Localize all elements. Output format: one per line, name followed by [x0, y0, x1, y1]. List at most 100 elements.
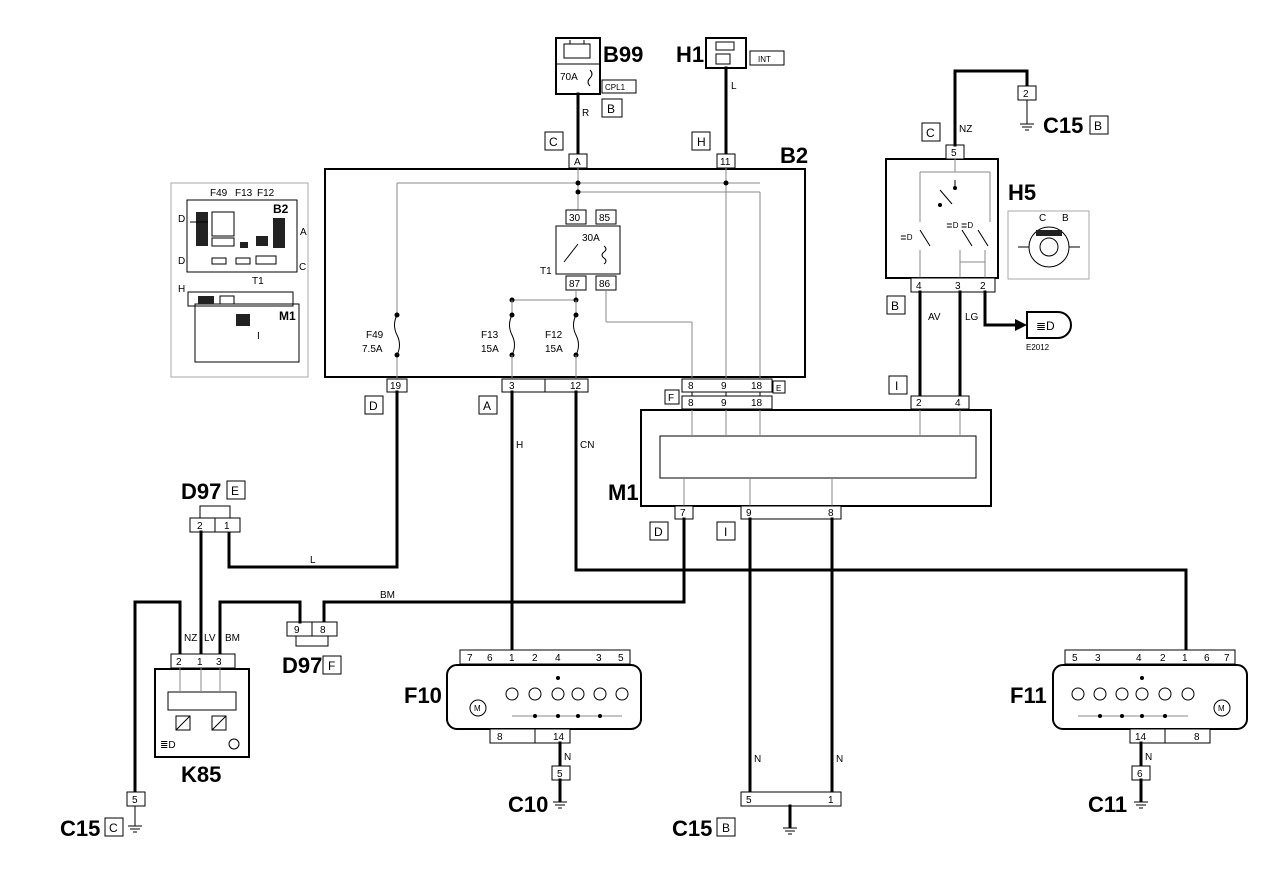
svg-text:3: 3 — [596, 653, 602, 664]
tag-c-a: C — [549, 135, 558, 149]
svg-text:18: 18 — [751, 381, 763, 392]
svg-text:1: 1 — [1182, 653, 1188, 664]
headlight-e2012: ≣D E2012 — [1026, 311, 1072, 352]
svg-text:N: N — [836, 754, 843, 765]
svg-text:4: 4 — [916, 281, 922, 292]
h1-label: H1 — [676, 42, 704, 67]
svg-text:3: 3 — [955, 281, 961, 292]
svg-text:B: B — [891, 299, 899, 313]
svg-text:LG: LG — [965, 312, 979, 323]
h5-label: H5 — [1008, 180, 1036, 205]
c11-label: C11 — [1088, 792, 1127, 817]
svg-text:AV: AV — [928, 312, 941, 323]
svg-text:11: 11 — [720, 157, 731, 168]
svg-text:8: 8 — [497, 732, 503, 743]
wire-color-l-top: L — [731, 81, 737, 92]
svg-text:C: C — [926, 126, 935, 140]
svg-text:CN: CN — [580, 440, 594, 451]
svg-text:F13: F13 — [235, 188, 253, 199]
ground-c10: 5 C10 — [508, 765, 571, 817]
svg-text:M: M — [1218, 704, 1225, 713]
svg-text:BM: BM — [380, 590, 395, 601]
svg-text:5: 5 — [1072, 653, 1078, 664]
tag-h: H — [697, 135, 706, 149]
svg-text:2: 2 — [916, 398, 922, 409]
svg-text:M1: M1 — [279, 309, 296, 323]
svg-text:B: B — [1094, 119, 1102, 133]
svg-text:5: 5 — [132, 795, 138, 806]
svg-text:I: I — [724, 525, 727, 539]
svg-text:D: D — [369, 399, 378, 413]
svg-text:NZ: NZ — [184, 633, 197, 644]
f10-label: F10 — [404, 683, 442, 708]
svg-text:C: C — [1039, 213, 1046, 224]
svg-text:C: C — [109, 821, 118, 835]
c10-label: C10 — [508, 792, 548, 817]
f11-label: F11 — [1010, 683, 1047, 708]
h1-int-tag: INT — [758, 55, 771, 64]
svg-text:NZ: NZ — [959, 124, 972, 135]
svg-text:F49: F49 — [366, 330, 384, 341]
svg-text:7: 7 — [1224, 653, 1230, 664]
battery-fuse-b99: 70A B99 CPL1 B — [555, 37, 643, 118]
svg-text:2: 2 — [980, 281, 986, 292]
svg-text:A: A — [483, 399, 491, 413]
svg-text:8: 8 — [828, 508, 834, 519]
svg-text:7: 7 — [467, 653, 473, 664]
connector-d97-bottom: 9 8 D97 F — [282, 621, 342, 678]
svg-text:6: 6 — [487, 653, 493, 664]
svg-text:18: 18 — [751, 398, 763, 409]
svg-text:H: H — [178, 284, 185, 295]
svg-text:≣D ≣D: ≣D ≣D — [946, 221, 973, 230]
instrument-panel-m1: M1 8 9 18 2 4 7 9 8 D I — [608, 395, 992, 541]
svg-text:6: 6 — [1137, 769, 1143, 780]
c15-mid-label: C15 — [672, 816, 712, 841]
svg-text:1: 1 — [197, 657, 203, 668]
svg-text:M: M — [474, 704, 481, 713]
svg-text:2: 2 — [1160, 653, 1166, 664]
svg-text:N: N — [754, 754, 761, 765]
b2-label: B2 — [780, 143, 808, 168]
ground-c15-left: 5 C15 C — [60, 791, 146, 841]
svg-text:4: 4 — [955, 398, 961, 409]
svg-text:D: D — [654, 525, 663, 539]
svg-text:≣D: ≣D — [900, 233, 913, 242]
svg-text:6: 6 — [1204, 653, 1210, 664]
svg-text:F49: F49 — [210, 188, 228, 199]
svg-text:D: D — [178, 214, 185, 225]
h5-location-inset: C B — [1007, 210, 1090, 280]
svg-text:2: 2 — [197, 521, 203, 532]
svg-text:F12: F12 — [257, 188, 275, 199]
k85-label: K85 — [181, 762, 221, 787]
fuse-box-location-inset: F49 F13 F12 B2 D A D C T1 H M1 I — [170, 182, 309, 378]
svg-text:2: 2 — [1023, 89, 1029, 100]
svg-text:4: 4 — [555, 653, 561, 664]
svg-text:F12: F12 — [545, 330, 563, 341]
svg-text:8: 8 — [1194, 732, 1200, 743]
d97-bottom-label: D97 — [282, 653, 322, 678]
m1-label: M1 — [608, 480, 639, 505]
svg-text:30: 30 — [569, 213, 581, 224]
svg-text:N: N — [1145, 752, 1152, 763]
svg-text:14: 14 — [1135, 732, 1147, 743]
svg-text:2: 2 — [176, 657, 182, 668]
svg-text:A: A — [574, 157, 581, 168]
svg-text:7.5A: 7.5A — [362, 344, 383, 355]
svg-text:C: C — [299, 262, 306, 273]
switch-h1: H1 INT — [676, 37, 785, 69]
svg-text:BM: BM — [225, 633, 240, 644]
svg-text:B2: B2 — [273, 202, 289, 216]
svg-text:F: F — [328, 659, 335, 673]
svg-text:F13: F13 — [481, 330, 499, 341]
b99-label: B99 — [603, 42, 643, 67]
svg-text:≣D: ≣D — [1036, 319, 1055, 333]
relay-label: T1 — [540, 266, 552, 277]
svg-text:87: 87 — [569, 279, 581, 290]
ground-c11: 6 C11 — [1088, 765, 1151, 817]
svg-text:I: I — [895, 379, 898, 393]
svg-text:LV: LV — [204, 633, 216, 644]
svg-text:≣D: ≣D — [160, 740, 176, 751]
b99-fuse-rating: 70A — [560, 72, 578, 83]
svg-text:9: 9 — [721, 398, 727, 409]
